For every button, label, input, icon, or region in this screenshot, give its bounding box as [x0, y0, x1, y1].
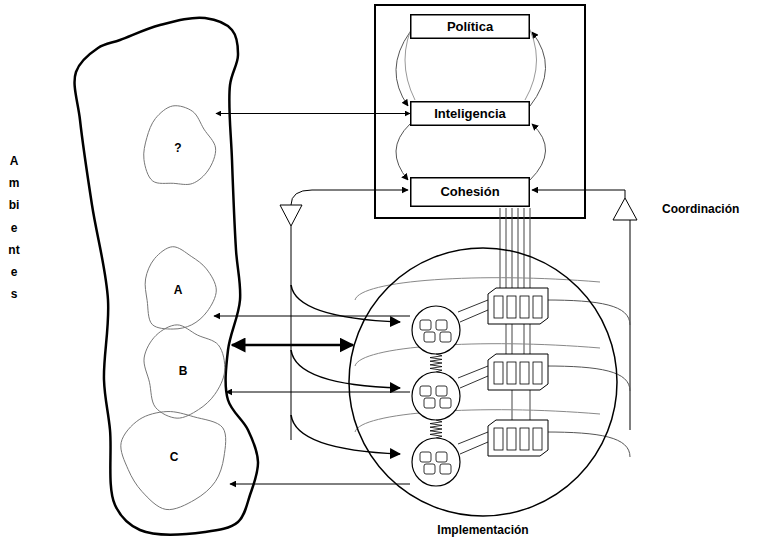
node-label: ?: [174, 141, 181, 155]
coordination-right: [355, 190, 637, 457]
operation-unit: [412, 420, 548, 486]
environment-region: ? A B C Ambientes: [0, 0, 275, 540]
intelligence-box: Inteligencia: [410, 101, 530, 126]
node-label: Inteligencia: [434, 106, 506, 122]
system-label: Coordinación: [662, 202, 739, 216]
policy-box: Política: [410, 14, 530, 39]
environment-blob: C: [118, 405, 230, 509]
node-label: Política: [447, 19, 493, 35]
connector-arrow: [232, 344, 353, 347]
future-environment: ?: [140, 105, 216, 191]
region-title: Ambientes: [8, 150, 20, 305]
implementation-circle-outline: [348, 247, 618, 541]
node-label: C: [170, 450, 179, 464]
implementation-circle: Implementación: [348, 247, 618, 541]
environment-channels: [214, 316, 410, 484]
operational-units: [412, 288, 548, 486]
feedback-loops: [396, 20, 546, 180]
environment-blob: B: [140, 322, 226, 420]
coordination-left: [280, 190, 408, 454]
environment-region-outline: [0, 0, 275, 540]
node-label: B: [179, 364, 188, 378]
environment-blob: A: [140, 246, 216, 334]
cohesion-box: Cohesión: [410, 177, 530, 207]
node-label: Implementación: [437, 523, 528, 537]
node-label: A: [174, 283, 183, 297]
node-label: Cohesión: [440, 184, 499, 200]
metasystem-frame: [375, 5, 585, 218]
connector-arrow: [216, 113, 410, 114]
